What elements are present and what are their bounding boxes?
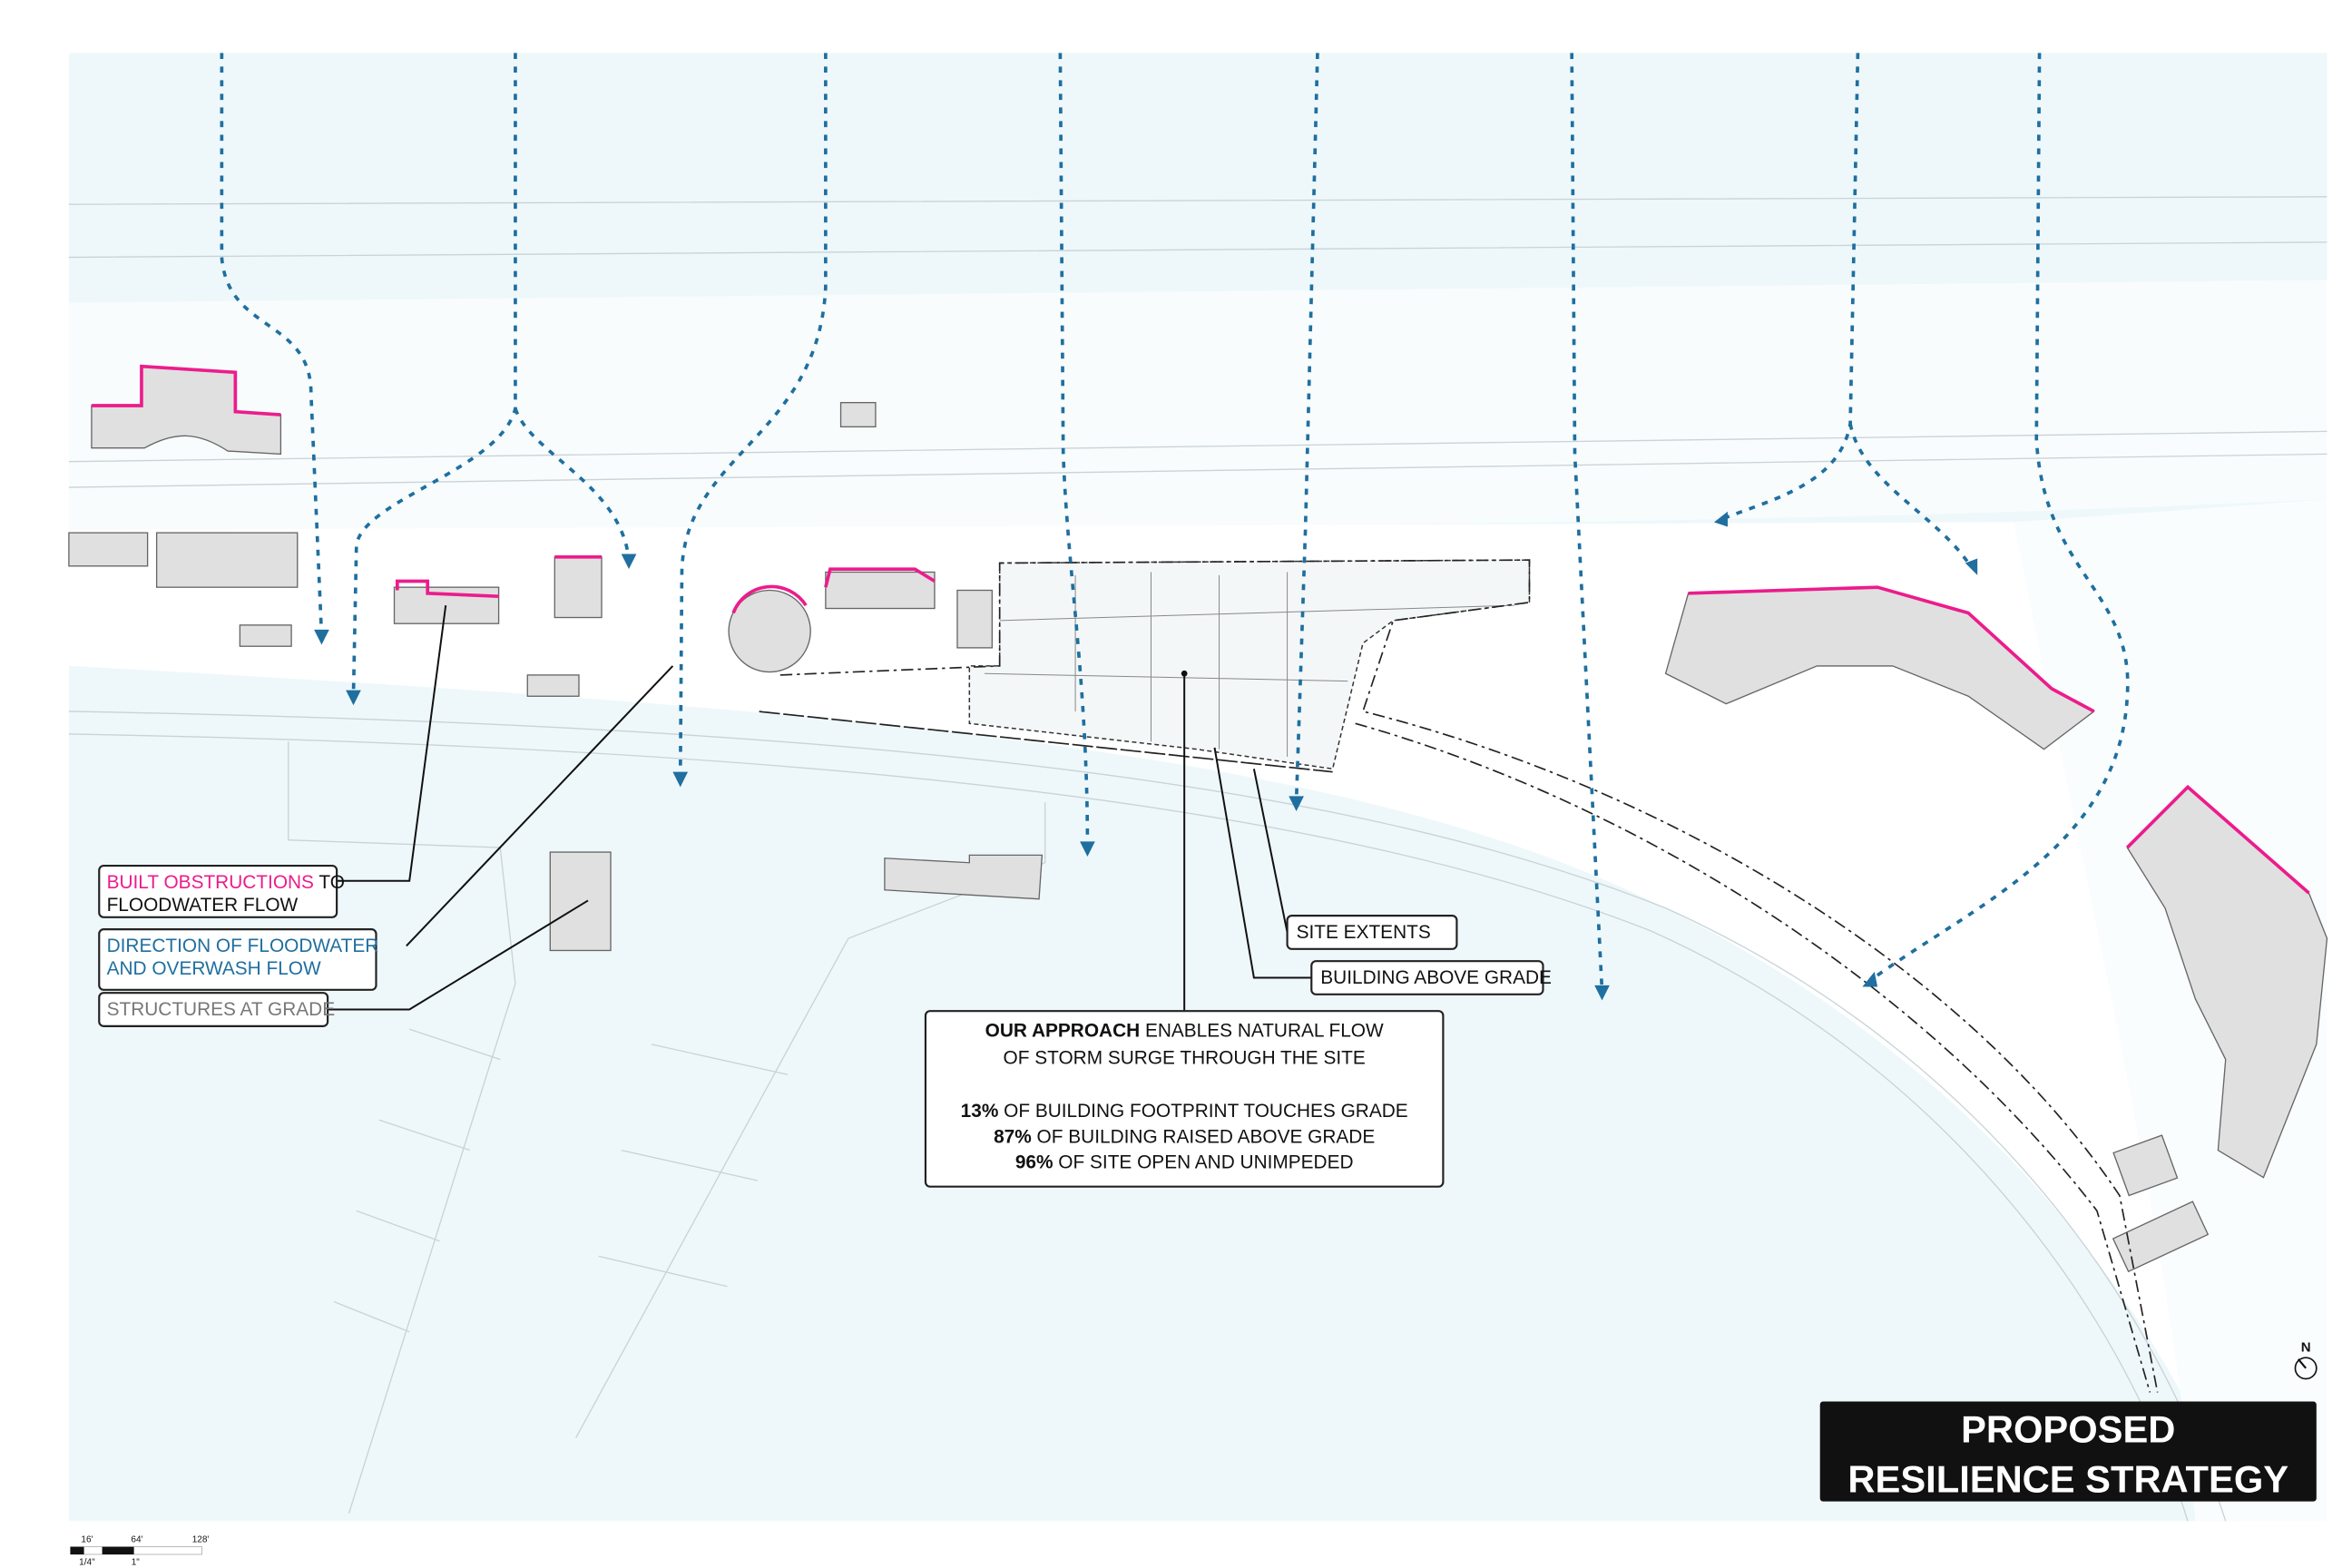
scale-sub: 1/4" bbox=[79, 1558, 95, 1568]
proposed-building bbox=[968, 559, 1531, 770]
legend-structures-label: STRUCTURES AT GRADE bbox=[107, 999, 336, 1020]
legend-direction-line2: AND OVERWASH FLOW bbox=[107, 958, 321, 979]
approach-rest: ENABLES NATURAL FLOW bbox=[1140, 1021, 1384, 1042]
legend-flow-direction: DIRECTION OF FLOODWATER AND OVERWASH FLO… bbox=[98, 928, 379, 991]
svg-text:13% OF BUILDING FOOTPRINT TOUC: 13% OF BUILDING FOOTPRINT TOUCHES GRADE bbox=[961, 1101, 1408, 1122]
site-extents-outline bbox=[757, 559, 2159, 1393]
svg-text:87% OF BUILDING RAISED ABOVE G: 87% OF BUILDING RAISED ABOVE GRADE bbox=[994, 1126, 1375, 1147]
floodwater-flow-arrows bbox=[220, 53, 2130, 992]
legend-obstructions: BUILT OBSTRUCTIONS TO FLOODWATER FLOW bbox=[98, 864, 345, 918]
svg-text:OUR APPROACH ENABLES NATURAL F: OUR APPROACH ENABLES NATURAL FLOW bbox=[985, 1021, 1384, 1042]
legend-direction-line1: DIRECTION OF FLOODWATER bbox=[107, 936, 379, 956]
scale-bar: 16' 64' 128' 1/4" 1" bbox=[70, 1535, 210, 1568]
callout-site-extents: SITE EXTENTS bbox=[1286, 915, 1458, 950]
north-arrow: N bbox=[2294, 1339, 2318, 1380]
north-label: N bbox=[2301, 1339, 2311, 1355]
title-line2: RESILIENCE STRATEGY bbox=[1847, 1458, 2288, 1501]
stat-pct: 13% bbox=[961, 1101, 999, 1122]
title-line1: PROPOSED bbox=[1961, 1408, 2175, 1451]
svg-text:96% OF SITE OPEN AND UNIMPEDED: 96% OF SITE OPEN AND UNIMPEDED bbox=[1015, 1152, 1354, 1173]
callout-building-above-grade: BUILDING ABOVE GRADE bbox=[1310, 960, 1552, 995]
arrowheads bbox=[314, 511, 1978, 1001]
shoreline bbox=[68, 710, 2227, 1522]
leader-lines bbox=[328, 605, 1312, 1012]
approach-line2: OF STORM SURGE THROUGH THE SITE bbox=[1004, 1048, 1366, 1069]
legend-obstructions-line2: FLOODWATER FLOW bbox=[107, 895, 299, 916]
title-block: PROPOSED RESILIENCE STRATEGY bbox=[1819, 1401, 2317, 1502]
approach-box: OUR APPROACH ENABLES NATURAL FLOW OF STO… bbox=[924, 1010, 1445, 1188]
upland-band bbox=[68, 279, 2328, 530]
built-obstructions bbox=[91, 364, 2310, 895]
legend-structures: STRUCTURES AT GRADE bbox=[98, 992, 336, 1027]
building-above-grade-label: BUILDING ABOVE GRADE bbox=[1320, 967, 1552, 988]
legend-obstructions-pink: BUILT OBSTRUCTIONS bbox=[107, 872, 314, 893]
land-area bbox=[68, 522, 2328, 1522]
scale-tick: 16' bbox=[81, 1535, 93, 1545]
scale-sub: 1" bbox=[132, 1558, 141, 1568]
stat-text: OF SITE OPEN AND UNIMPEDED bbox=[1054, 1152, 1354, 1173]
site-extents-label: SITE EXTENTS bbox=[1297, 922, 1431, 943]
land-right bbox=[2014, 499, 2328, 1522]
approach-bold: OUR APPROACH bbox=[985, 1021, 1141, 1042]
svg-text:BUILT OBSTRUCTIONS TO: BUILT OBSTRUCTIONS TO bbox=[107, 872, 345, 893]
legend-obstructions-rest: TO bbox=[314, 872, 345, 893]
stat-pct: 87% bbox=[994, 1126, 1032, 1147]
road-edge bbox=[68, 196, 2328, 488]
shoreline-2 bbox=[68, 733, 2189, 1522]
scale-tick: 64' bbox=[131, 1535, 142, 1545]
stat-pct: 96% bbox=[1015, 1152, 1054, 1173]
stat-text: OF BUILDING RAISED ABOVE GRADE bbox=[1032, 1126, 1375, 1147]
scale-tick: 128' bbox=[192, 1535, 210, 1545]
stat-text: OF BUILDING FOOTPRINT TOUCHES GRADE bbox=[998, 1101, 1407, 1122]
